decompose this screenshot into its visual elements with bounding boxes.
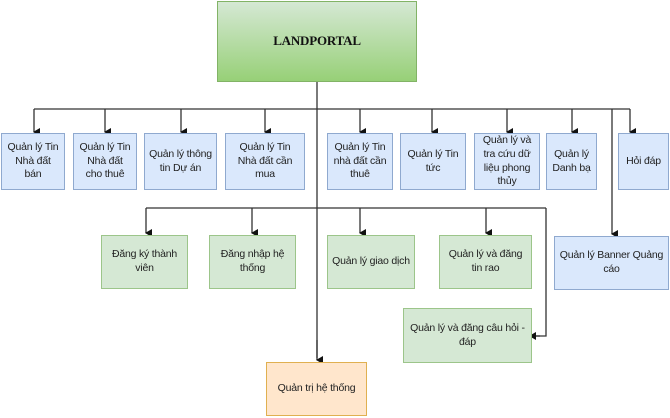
node-quan-ly-danh-ba: Quản lý Danh bạ (546, 133, 597, 190)
node-quan-ly-dang-cau-hoi-dap: Quản lý và đăng câu hỏi - đáp (403, 308, 532, 363)
node-quan-ly-tin-tuc: Quản lý Tin tức (400, 133, 466, 190)
root-node-landportal: LANDPORTAL (217, 1, 417, 82)
node-hoi-dap: Hỏi đáp (618, 133, 669, 190)
node-quan-ly-tra-cuu-phong-thuy: Quản lý và tra cứu dữ liệu phong thủy (474, 133, 540, 190)
node-quan-ly-dang-tin-rao: Quản lý và đăng tin rao (439, 235, 532, 289)
node-quan-ly-tin-nha-dat-cho-thue: Quản lý Tin Nhà đất cho thuê (73, 133, 137, 190)
node-quan-ly-giao-dich: Quản lý giao dịch (327, 235, 415, 289)
node-dang-ky-thanh-vien: Đăng ký thành viên (101, 235, 188, 289)
node-quan-ly-banner-quang-cao: Quản lý Banner Quảng cáo (554, 236, 669, 290)
edge-bottom-5 (536, 208, 547, 337)
node-quan-ly-tin-nha-dat-can-thue: Quản lý Tin nhà đất cần thuê (327, 133, 393, 190)
node-quan-ly-tin-nha-dat-can-mua: Quản lý Tin Nhà đất cần mua (225, 133, 305, 190)
node-quan-ly-thong-tin-du-an: Quản lý thông tin Dự án (144, 133, 217, 190)
node-quan-ly-tin-nha-dat-ban: Quản lý Tin Nhà đất bán (1, 133, 65, 190)
node-dang-nhap-he-thong: Đăng nhập hệ thống (209, 235, 296, 289)
node-quan-tri-he-thong: Quản trị hệ thống (266, 362, 367, 416)
